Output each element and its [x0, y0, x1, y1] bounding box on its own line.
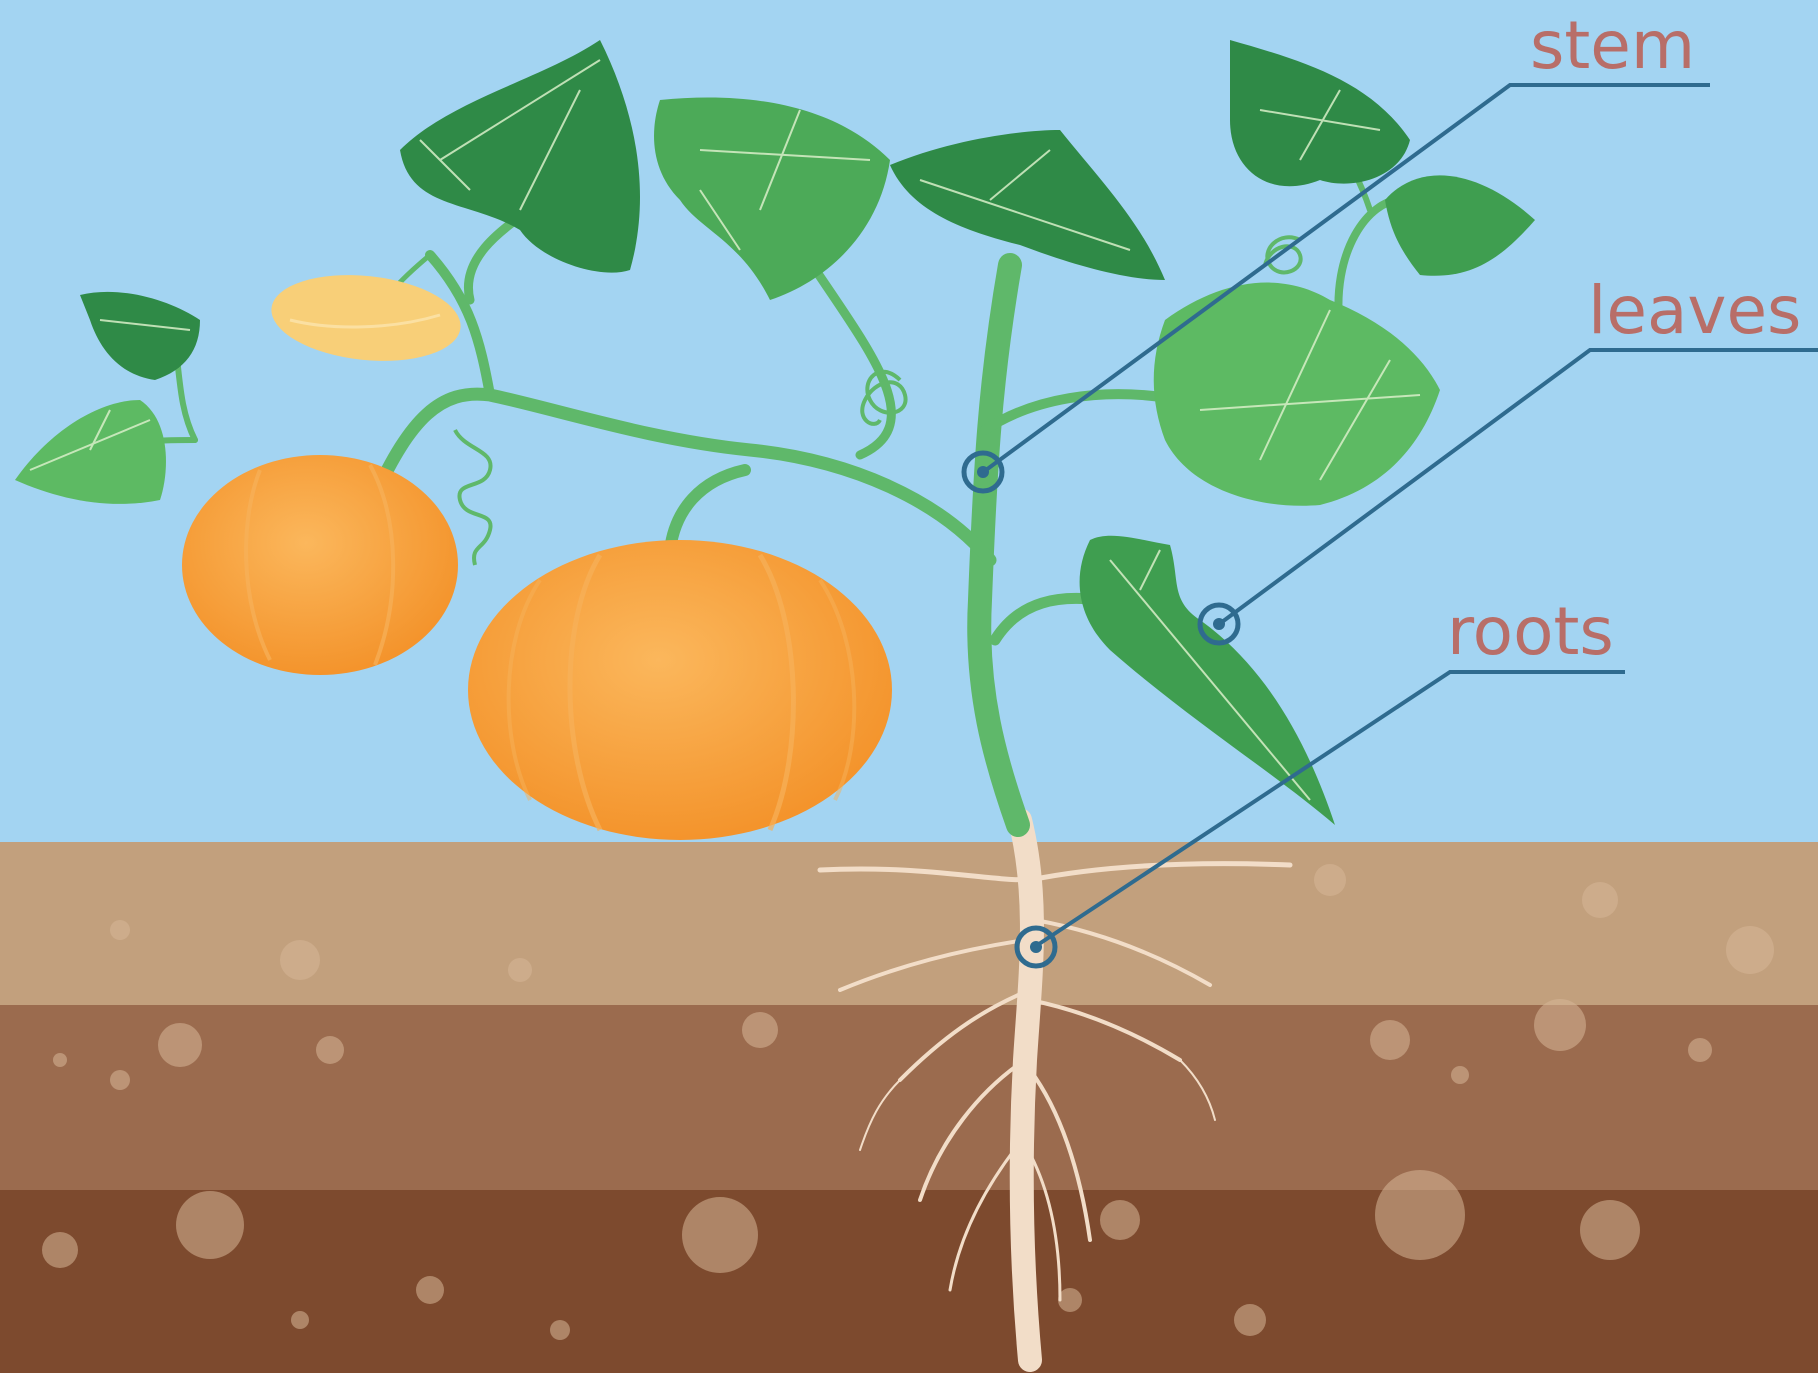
pumpkin-large [468, 540, 892, 840]
soil [0, 842, 1818, 1373]
stem-label: stem [1530, 7, 1695, 84]
soil-top-layer [0, 842, 1818, 1012]
leaves-label: leaves [1588, 272, 1801, 349]
soil-deep-layer [0, 1190, 1818, 1373]
roots-label: roots [1447, 593, 1614, 670]
pumpkin-small [182, 455, 458, 675]
sky [0, 0, 1818, 850]
